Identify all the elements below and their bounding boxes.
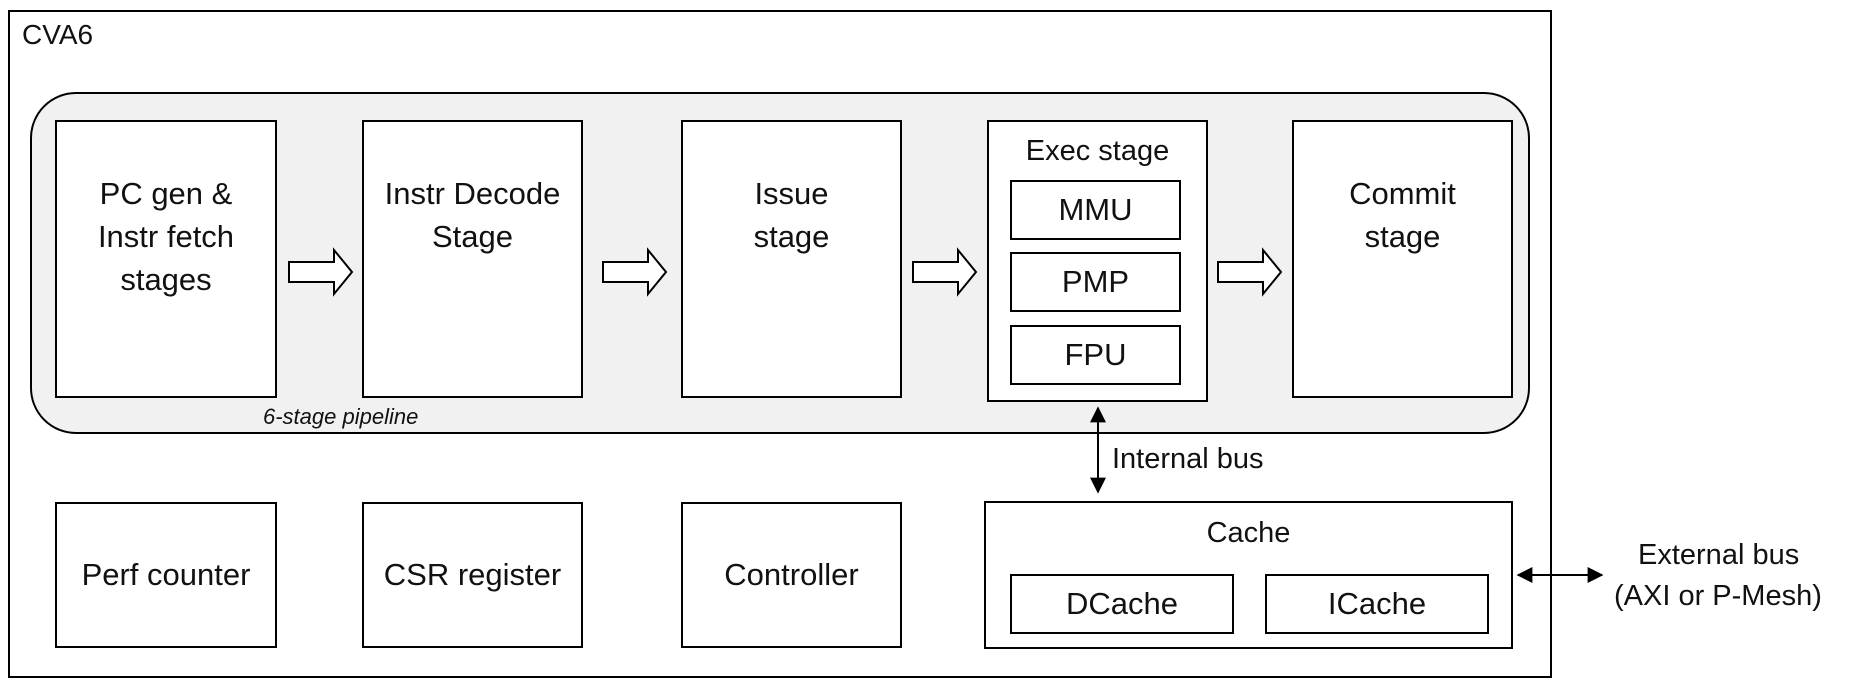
decode-stage-box: Instr Decode Stage [362, 120, 583, 398]
pipeline-arrow-4 [1217, 247, 1283, 297]
fetch-stage-line-3: stages [120, 262, 212, 297]
commit-stage-line-1: Commit [1349, 176, 1456, 211]
controller-block: Controller [681, 502, 902, 648]
internal-bus-label: Internal bus [1112, 443, 1264, 475]
commit-stage-line-2: stage [1364, 219, 1441, 254]
issue-stage-line-1: Issue [754, 176, 829, 211]
pipeline-arrow-1 [288, 247, 354, 297]
commit-stage-box: Commit stage [1292, 120, 1513, 398]
mmu-unit: MMU [1010, 180, 1181, 240]
dcache-unit: DCache [1010, 574, 1234, 634]
fetch-stage-line-1: PC gen & [99, 176, 233, 211]
pmp-unit: PMP [1010, 252, 1181, 312]
exec-stage-title: Exec stage [1025, 135, 1170, 167]
external-bus-label-line-2: (AXI or P-Mesh) [1614, 580, 1822, 612]
fetch-stage-box: PC gen & Instr fetch stages [55, 120, 277, 398]
diagram-title: CVA6 [22, 19, 94, 50]
fpu-unit: FPU [1010, 325, 1181, 385]
icache-unit: ICache [1265, 574, 1489, 634]
decode-stage-line-2: Stage [431, 219, 513, 254]
external-bus-label-line-1: External bus [1638, 539, 1800, 571]
issue-stage-line-2: stage [753, 219, 830, 254]
decode-stage-line-1: Instr Decode [384, 176, 561, 211]
pipeline-arrow-2 [602, 247, 668, 297]
issue-stage-box: Issue stage [681, 120, 902, 398]
fetch-stage-line-2: Instr fetch [97, 219, 235, 254]
perf-counter-block: Perf counter [55, 502, 277, 648]
pipeline-arrow-3 [912, 247, 978, 297]
cache-title: Cache [1206, 517, 1291, 549]
csr-register-block: CSR register [362, 502, 583, 648]
pipeline-label: 6-stage pipeline [263, 404, 419, 429]
